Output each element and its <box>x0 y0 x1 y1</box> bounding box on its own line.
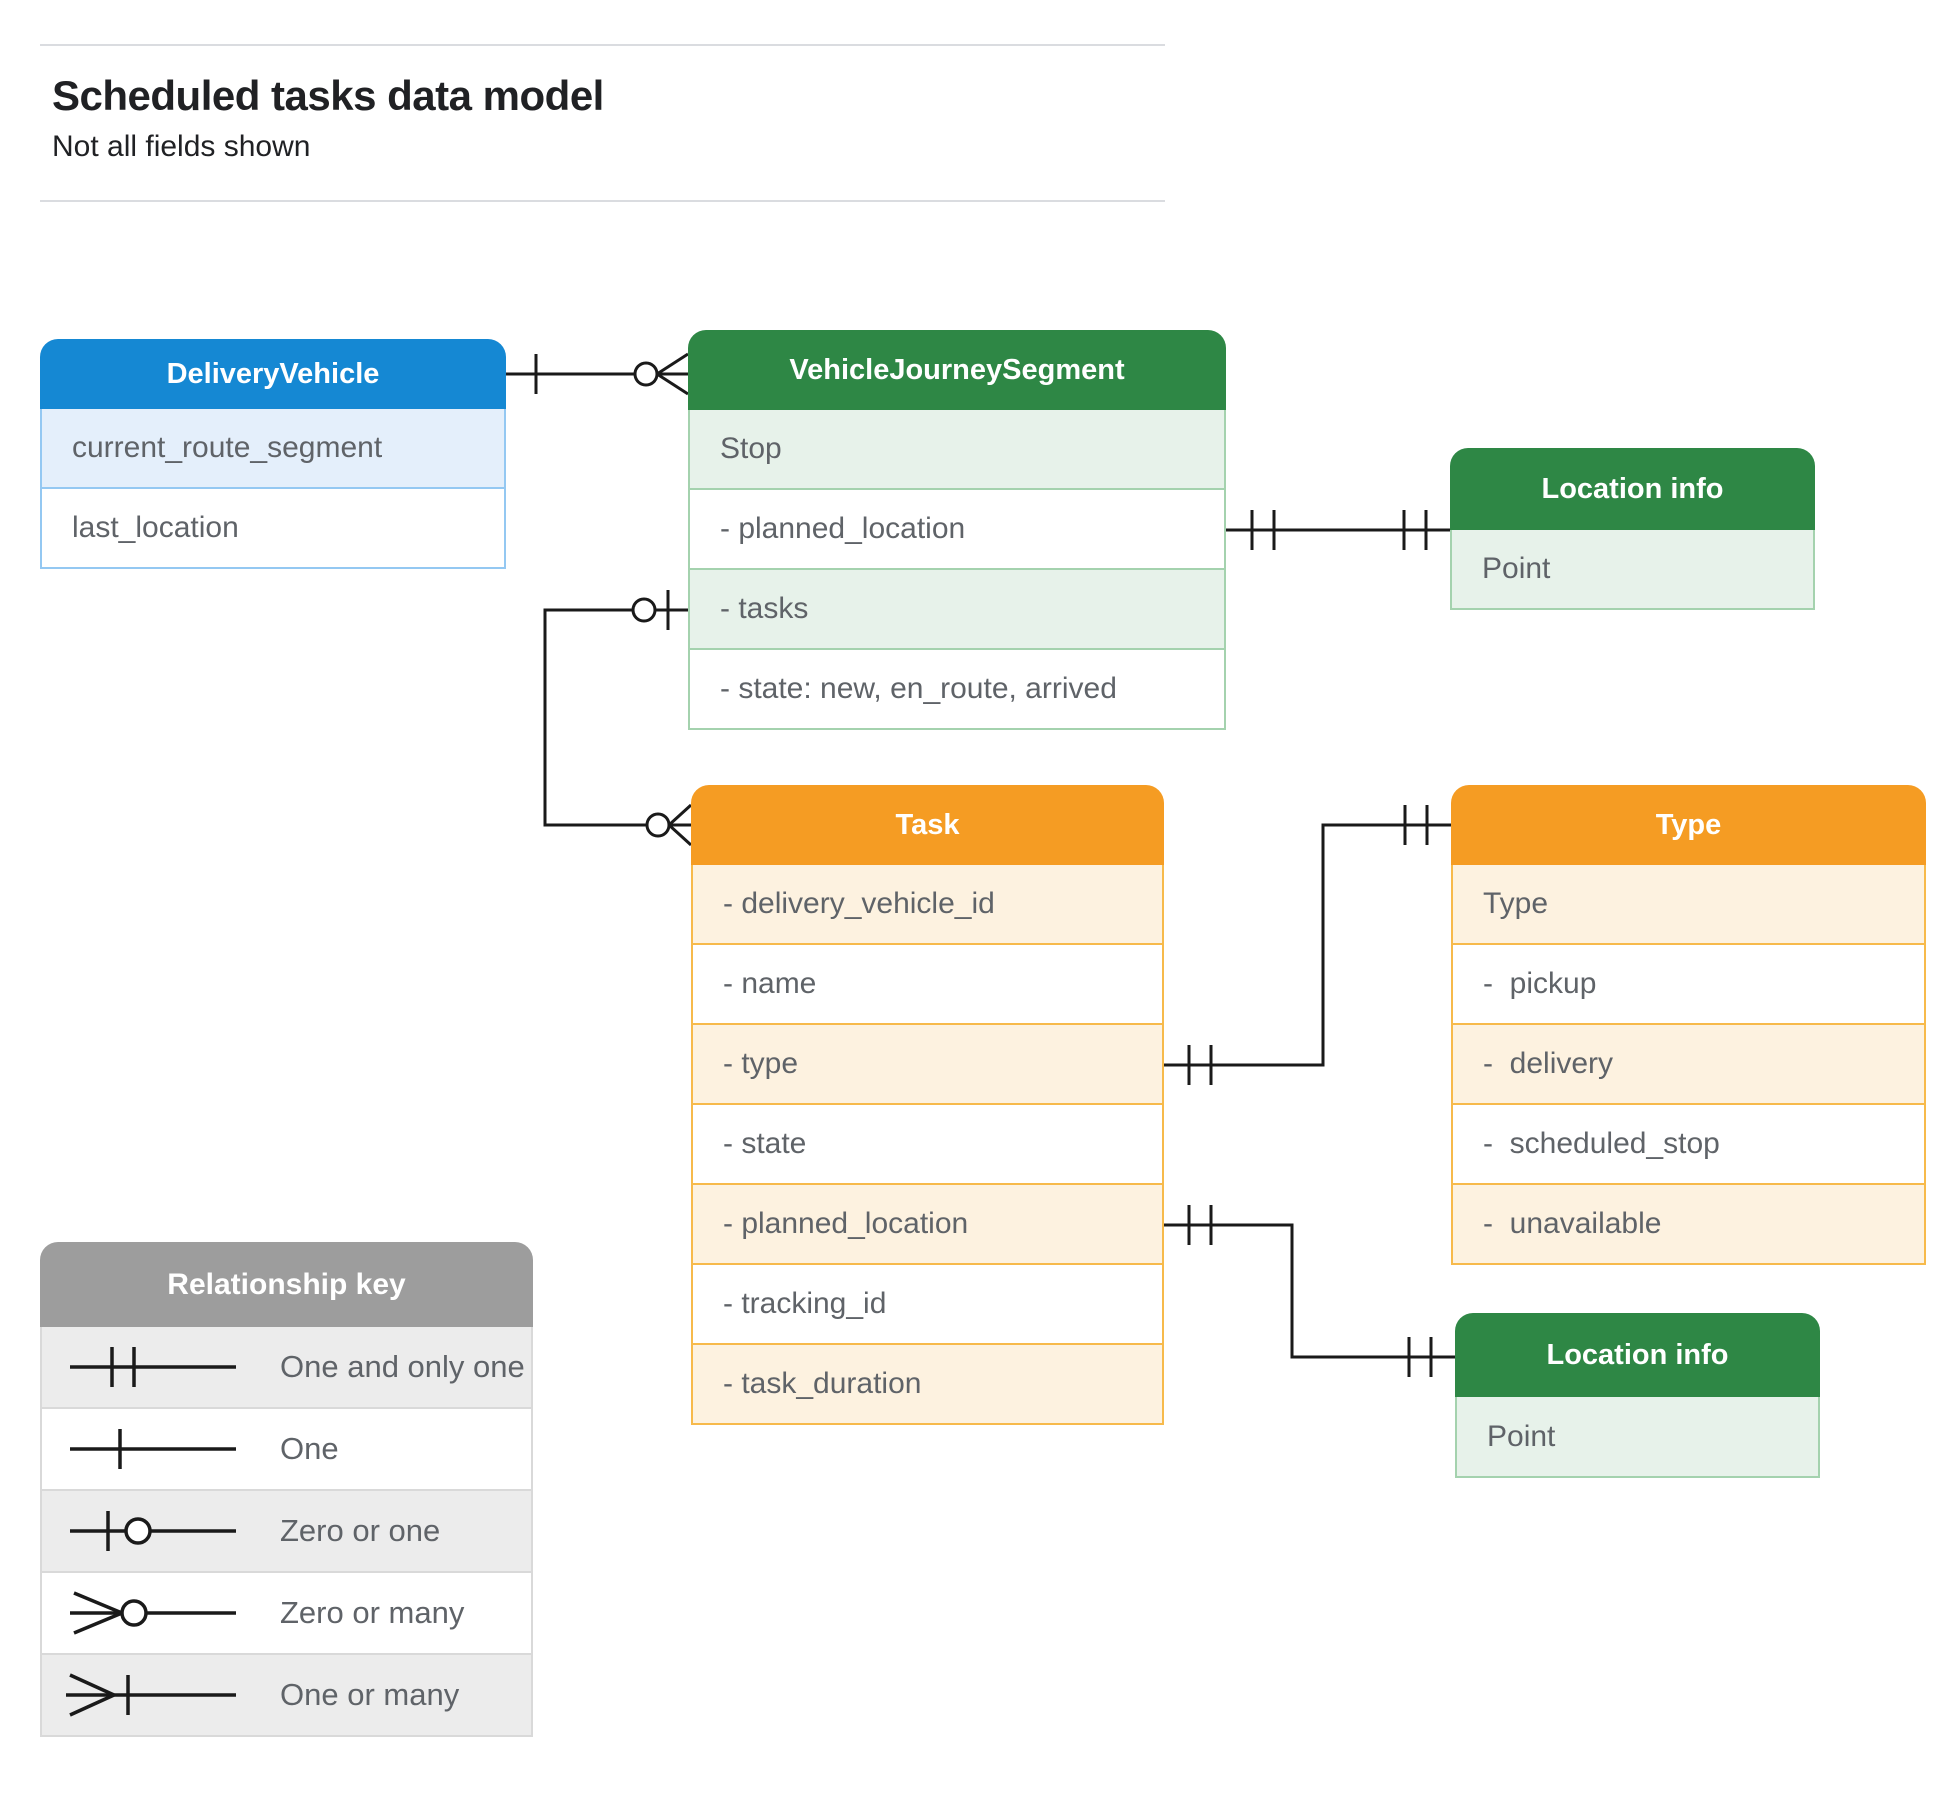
page-title: Scheduled tasks data model <box>52 72 604 119</box>
key-row-one-or-many: One or many <box>40 1655 533 1737</box>
entity-field-row: - scheduled_stop <box>1451 1105 1926 1185</box>
entity-field-row: - name <box>691 945 1164 1025</box>
top-divider <box>40 44 1165 46</box>
entity-task: Task- delivery_vehicle_id- name- type- s… <box>691 785 1164 1425</box>
key-row-one-and-only-one: One and only one <box>40 1327 533 1409</box>
entity-field-row: - unavailable <box>1451 1185 1926 1265</box>
entity-field-row: current_route_segment <box>40 409 506 489</box>
key-symbol-zero-or-one-icon <box>70 1511 236 1551</box>
entity-delivery-vehicle-header: DeliveryVehicle <box>40 339 506 409</box>
entity-field-row: - tasks <box>688 570 1226 650</box>
entity-field-row: - delivery <box>1451 1025 1926 1105</box>
key-symbol-one-or-many-icon <box>66 1673 236 1717</box>
connector-task.type-to-type <box>1164 805 1451 1085</box>
entity-field-row: Type <box>1451 865 1926 945</box>
key-row-label: One or many <box>280 1677 460 1712</box>
connector-vehicle_journey_segment.planned_location-to-location_info_top <box>1226 510 1450 550</box>
entity-field-row: - task_duration <box>691 1345 1164 1425</box>
title-bottom-divider <box>40 200 1165 202</box>
key-row-label: Zero or one <box>280 1513 441 1548</box>
key-row-label: One and only one <box>280 1349 525 1384</box>
entity-field-row: Point <box>1455 1397 1820 1478</box>
entity-vehicle-journey-segment-header: VehicleJourneySegment <box>688 330 1226 410</box>
key-symbol-zero-or-many-icon <box>70 1591 236 1635</box>
entity-field-row: - tracking_id <box>691 1265 1164 1345</box>
key-symbol-one-icon <box>70 1429 236 1469</box>
entity-field-row: - planned_location <box>688 490 1226 570</box>
page-subtitle: Not all fields shown <box>52 130 311 163</box>
key-row-one: One <box>40 1409 533 1491</box>
entity-field-row: - state <box>691 1105 1164 1185</box>
entity-location-info-top-header: Location info <box>1450 448 1815 530</box>
key-row-label: One <box>280 1431 339 1466</box>
key-row-zero-or-one: Zero or one <box>40 1491 533 1573</box>
key-symbol-one-and-only-one-icon <box>70 1347 236 1387</box>
entity-task-header: Task <box>691 785 1164 865</box>
key-row-zero-or-many: Zero or many <box>40 1573 533 1655</box>
entity-location-info-bottom-header: Location info <box>1455 1313 1820 1397</box>
entity-field-row: - pickup <box>1451 945 1926 1025</box>
entity-field-row: - state: new, en_route, arrived <box>688 650 1226 730</box>
entity-field-row: last_location <box>40 489 506 569</box>
connector-delivery_vehicle-to-vehicle_journey_segment <box>506 352 689 396</box>
key-row-label: Zero or many <box>280 1595 465 1630</box>
relationship-key-header: Relationship key <box>40 1242 533 1327</box>
entity-field-row: Stop <box>688 410 1226 490</box>
entity-type-header: Type <box>1451 785 1926 865</box>
entity-field-row: - type <box>691 1025 1164 1105</box>
entity-field-row: - planned_location <box>691 1185 1164 1265</box>
connector-task.planned_location-to-location_info_bottom <box>1164 1205 1455 1377</box>
entity-field-row: - delivery_vehicle_id <box>691 865 1164 945</box>
entity-field-row: Point <box>1450 530 1815 610</box>
connector-vehicle_journey_segment.tasks-to-task <box>543 590 693 847</box>
